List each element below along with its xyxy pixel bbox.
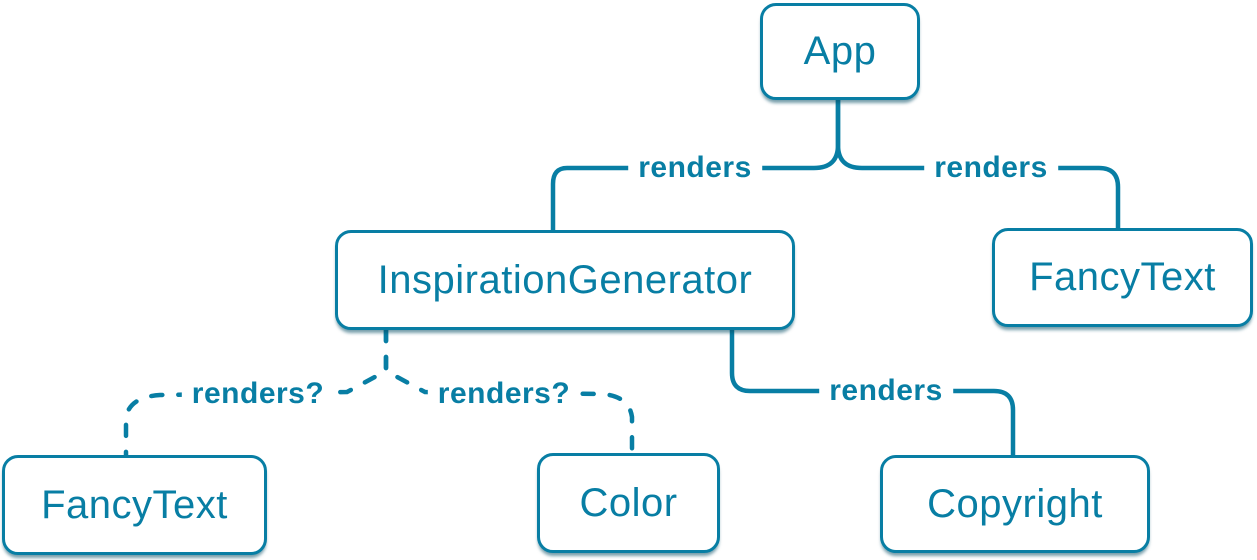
node-fancy-text-bottom-label: FancyText <box>41 482 228 527</box>
node-app: App <box>760 3 920 100</box>
node-inspiration-generator: InspirationGenerator <box>335 230 795 330</box>
edge-label-renders-question-color: renders? <box>427 375 581 413</box>
node-copyright: Copyright <box>880 455 1150 553</box>
node-copyright-label: Copyright <box>927 481 1103 526</box>
node-fancy-text-top-label: FancyText <box>1029 255 1216 299</box>
node-inspiration-generator-label: InspirationGenerator <box>377 257 753 302</box>
node-fancy-text-bottom: FancyText <box>2 455 267 555</box>
edge-label-renders-app-fancytext: renders <box>924 149 1058 187</box>
node-color: Color <box>537 453 720 553</box>
edge-label-renders-app-inspiration: renders <box>628 149 762 187</box>
node-app-label: App <box>803 29 877 73</box>
node-color-label: Color <box>579 480 678 525</box>
edge-label-renders-question-fancytext: renders? <box>181 375 335 413</box>
edge-label-renders-copyright: renders <box>819 372 953 410</box>
node-fancy-text-top: FancyText <box>992 228 1253 327</box>
